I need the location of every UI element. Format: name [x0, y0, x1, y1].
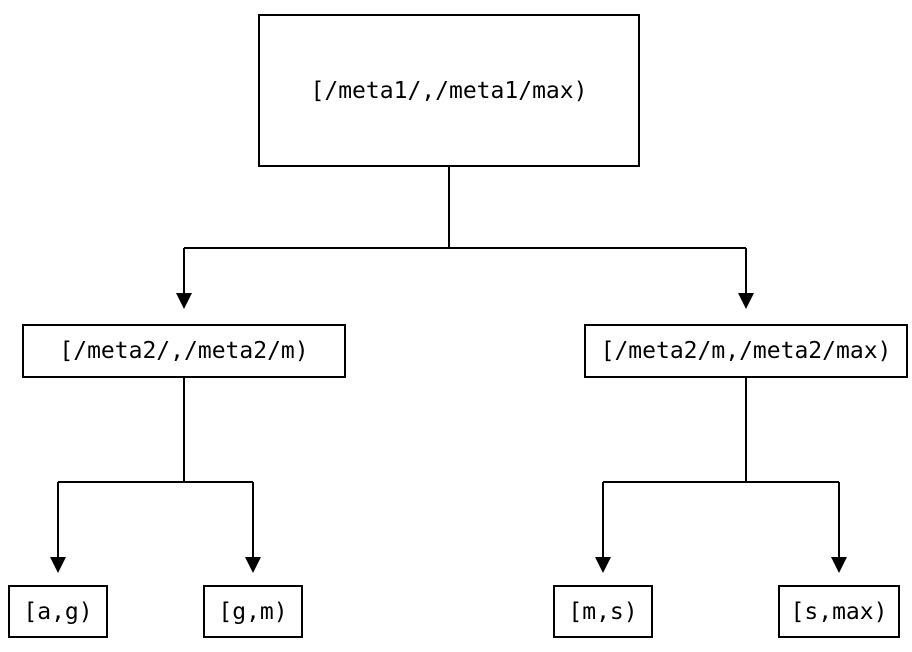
arrow-down-icon: [595, 557, 611, 573]
connector-line: [602, 378, 840, 557]
arrow-down-icon: [245, 557, 261, 573]
node-level2-left: [/meta2/,/meta2/m): [22, 324, 346, 378]
node-leaf-ag: [a,g): [8, 585, 108, 638]
arrow-down-icon: [176, 293, 192, 309]
arrow-down-icon: [738, 293, 754, 309]
node-root: [/meta1/,/meta1/max): [258, 14, 640, 167]
connector-line: [183, 167, 747, 293]
node-leaf-gm: [g,m): [203, 585, 303, 638]
arrow-down-icon: [50, 557, 66, 573]
connector-line: [57, 378, 254, 557]
node-leaf-ms: [m,s): [553, 585, 653, 638]
arrow-down-icon: [831, 557, 847, 573]
node-level2-right: [/meta2/m,/meta2/max): [584, 324, 908, 378]
node-leaf-smax: [s,max): [778, 585, 900, 638]
